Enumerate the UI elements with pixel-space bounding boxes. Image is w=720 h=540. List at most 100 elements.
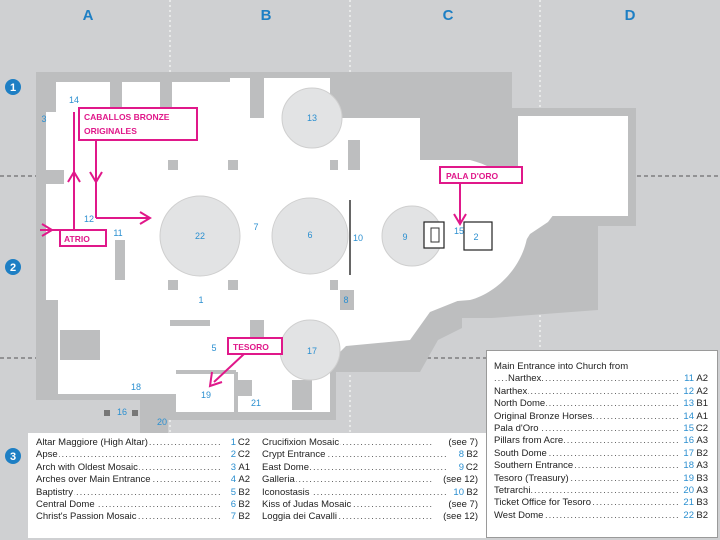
plan-number-2: 2 bbox=[473, 232, 478, 242]
leader-dots: ........................................… bbox=[494, 447, 678, 459]
legend-entry-name: Kiss of Judas Mosaic bbox=[262, 498, 353, 510]
legend-entry-grid-ref: B2 bbox=[464, 486, 478, 499]
legend-entry: ........................................… bbox=[262, 437, 478, 450]
plan-number-12: 12 bbox=[84, 214, 94, 224]
legend-entry-grid-ref: (see 12) bbox=[434, 474, 478, 487]
legend-entry-grid-ref: B2 bbox=[464, 449, 478, 462]
legend-entry-number: 9 bbox=[457, 461, 464, 475]
leader-dots: ........................................… bbox=[494, 484, 678, 496]
legend-entry-number: 11 bbox=[683, 373, 694, 386]
row-marker-3: 3 bbox=[10, 451, 16, 463]
legend-entry-number: 5 bbox=[229, 486, 236, 499]
plan-number-22: 22 bbox=[195, 231, 205, 241]
legend-entry-name: Tetrarchi bbox=[494, 484, 532, 496]
leader-dots: ........................................… bbox=[494, 460, 678, 472]
legend-entry-grid-ref: C2 bbox=[236, 449, 250, 462]
plan-number-5: 5 bbox=[211, 343, 216, 353]
legend-entry-name: Southern Entrance bbox=[494, 460, 575, 472]
legend-entry-name: Apse bbox=[36, 449, 59, 461]
legend-entry: ........................................… bbox=[494, 497, 708, 510]
annotation-tesoro: TESORO bbox=[233, 342, 269, 352]
legend-entry-number: 6 bbox=[229, 498, 236, 512]
legend-entry-grid-ref: B3 bbox=[694, 472, 708, 485]
leader-dots: ........................................… bbox=[494, 385, 678, 397]
plan-number-11: 11 bbox=[113, 228, 122, 238]
legend-entry-name: East Dome bbox=[262, 461, 310, 473]
leader-dots: ........................................… bbox=[36, 486, 220, 498]
legend-entry-grid-ref: A2 bbox=[694, 373, 708, 386]
legend-entry-number: 4 bbox=[229, 474, 236, 487]
annotations: CABALLOS BRONZE ORIGINALES ATRIO PALA D'… bbox=[40, 107, 523, 388]
legend-entry: ........................................… bbox=[262, 486, 478, 499]
legend-entry-number: 18 bbox=[682, 460, 694, 473]
column-marker-d: D bbox=[625, 7, 636, 24]
legend-entry-grid-ref: B2 bbox=[236, 486, 250, 499]
legend-entry-number: 2 bbox=[229, 449, 236, 462]
legend-entry-grid-ref: C2 bbox=[236, 437, 250, 450]
legend-entry: ........................................… bbox=[494, 484, 708, 498]
legend-entry-grid-ref: A3 bbox=[694, 435, 708, 448]
legend-entry-name: Crypt Entrance bbox=[262, 449, 327, 461]
legend-entry-grid-ref: A1 bbox=[236, 461, 250, 475]
legend-entry-grid-ref: A2 bbox=[694, 385, 708, 399]
leader-dots: ........................................… bbox=[494, 435, 678, 447]
leader-dots: ........................................… bbox=[36, 498, 220, 510]
legend-entry-name: Galleria bbox=[262, 474, 296, 486]
legend-entry: ........................................… bbox=[36, 449, 250, 462]
plan-number-18: 18 bbox=[131, 382, 141, 392]
legend-entry-number: 20 bbox=[682, 484, 694, 498]
plan-number-9: 9 bbox=[402, 232, 407, 242]
legend-entry-name: Original Bronze Horses bbox=[494, 410, 594, 422]
legend-entry-name: Baptistry bbox=[36, 486, 74, 498]
legend-entry-number: 17 bbox=[682, 447, 694, 461]
annotation-caballos-line1: CABALLOS BRONZE bbox=[84, 112, 170, 122]
row-markers: 1 2 3 bbox=[5, 79, 21, 464]
legend-entry: ........................................… bbox=[262, 449, 478, 462]
legend-column-3: Main Entrance into Church from..........… bbox=[494, 361, 708, 523]
legend-entry-grid-ref: A2 bbox=[236, 474, 250, 487]
leader-dots: ........................................… bbox=[262, 449, 448, 461]
legend-entry-name: Arch with Oldest Mosaic bbox=[36, 461, 139, 473]
column-marker-c: C bbox=[443, 7, 454, 24]
leader-dots: ........................................… bbox=[262, 486, 448, 498]
plan-number-1: 1 bbox=[198, 295, 203, 305]
legend-entry: ........................................… bbox=[262, 474, 478, 487]
column-markers: A B C D bbox=[83, 7, 636, 24]
plan-number-21: 21 bbox=[251, 398, 261, 408]
leader-dots: ........................................… bbox=[494, 398, 678, 410]
leader-dots: ........................................… bbox=[262, 474, 432, 486]
legend-entry: Main Entrance into Church from bbox=[494, 361, 708, 373]
legend-entry-number: 13 bbox=[682, 398, 694, 411]
legend-entry-grid-ref: A3 bbox=[694, 484, 708, 498]
legend-entry-number: 1 bbox=[229, 437, 236, 450]
legend-entry: ........................................… bbox=[262, 511, 478, 524]
legend-entry: ........................................… bbox=[36, 511, 250, 524]
legend-entry-name: Narthex bbox=[494, 385, 529, 397]
legend-entry: ........................................… bbox=[494, 398, 708, 411]
legend-entry-grid-ref: (see 7) bbox=[434, 437, 478, 450]
building bbox=[36, 72, 636, 440]
legend-entry-grid-ref: B2 bbox=[694, 447, 708, 461]
legend-entry: ........................................… bbox=[36, 437, 250, 450]
leader-dots: ........................................… bbox=[494, 373, 678, 385]
leader-dots: ........................................… bbox=[36, 449, 220, 461]
legend-entry: ........................................… bbox=[262, 498, 478, 512]
plan-number-10: 10 bbox=[353, 233, 363, 243]
legend-entry-grid-ref: B2 bbox=[236, 511, 250, 524]
legend-entry-number: 16 bbox=[682, 435, 694, 448]
legend-entry: ........................................… bbox=[262, 461, 478, 475]
plan-number-7: 7 bbox=[253, 222, 258, 232]
legend-entry-name: Altar Maggiore (High Altar) bbox=[36, 437, 149, 448]
plan-number-15: 15 bbox=[454, 226, 464, 236]
column-marker-b: B bbox=[261, 7, 272, 24]
legend-entry-number: 21 bbox=[682, 497, 694, 510]
legend-entry: ........................................… bbox=[494, 410, 708, 423]
legend-entry-grid-ref: B1 bbox=[694, 398, 708, 411]
legend-entry-number: 22 bbox=[682, 509, 694, 523]
annotation-atrio: ATRIO bbox=[64, 234, 90, 244]
legend-entry: ........................................… bbox=[494, 422, 708, 436]
annotation-pala-doro: PALA D'ORO bbox=[446, 171, 498, 181]
leader-dots: ........................................… bbox=[494, 472, 678, 484]
legend-entry-name: Crucifixion Mosaic bbox=[262, 437, 341, 448]
